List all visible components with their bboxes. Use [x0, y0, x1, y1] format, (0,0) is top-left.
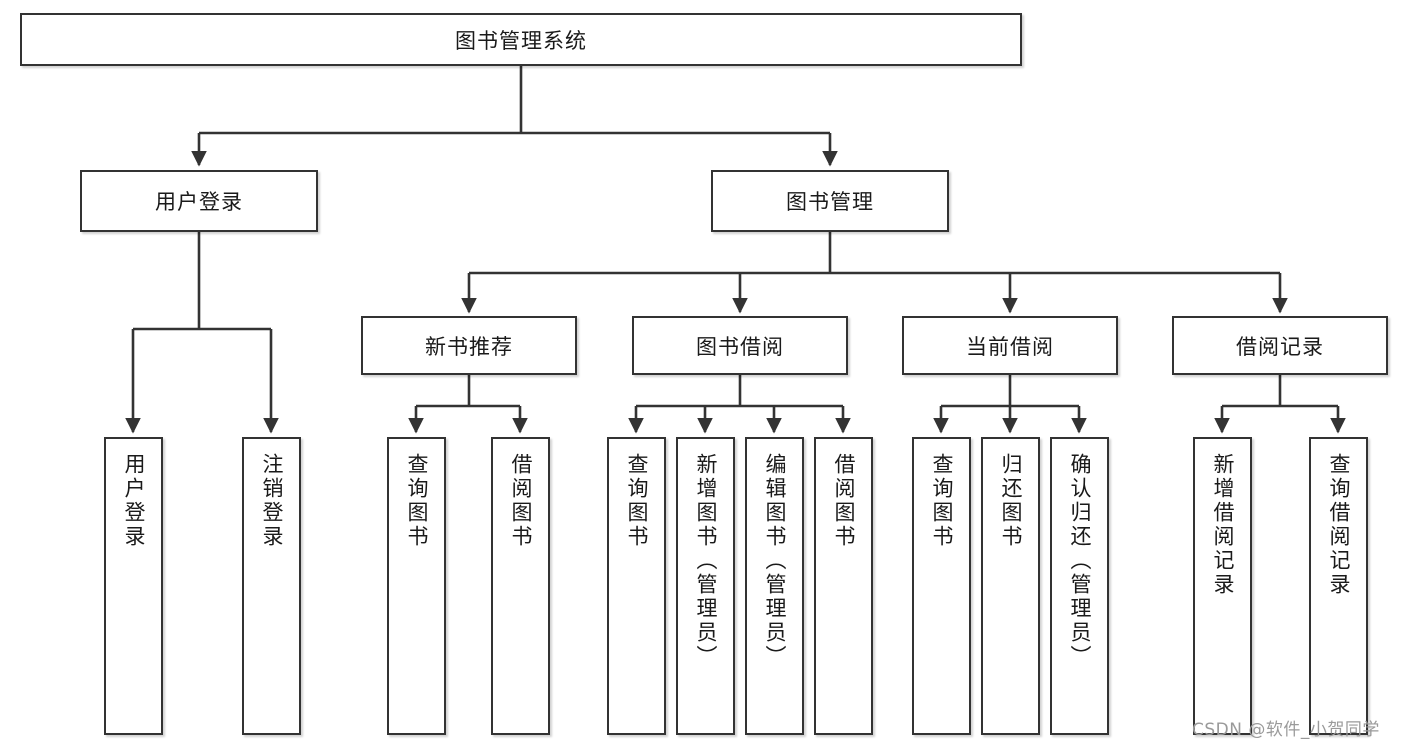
node-leaf-query-book-2[interactable]: 查询图书: [607, 437, 666, 735]
leaf-label: 借阅图书: [508, 453, 533, 549]
leaf-label: 查询借阅记录: [1326, 453, 1351, 597]
leaf-label: 新增图书（管理员）: [693, 453, 718, 669]
node-current-borrow[interactable]: 当前借阅: [902, 316, 1118, 375]
node-leaf-borrow-book-1[interactable]: 借阅图书: [491, 437, 550, 735]
leaf-label: 编辑图书（管理员）: [762, 453, 787, 669]
node-root-system[interactable]: 图书管理系统: [20, 13, 1022, 66]
node-book-borrow[interactable]: 图书借阅: [632, 316, 848, 375]
node-book-manage[interactable]: 图书管理: [711, 170, 949, 232]
node-leaf-edit-book[interactable]: 编辑图书（管理员）: [745, 437, 804, 735]
leaf-label: 查询图书: [404, 453, 429, 549]
node-user-login[interactable]: 用户登录: [80, 170, 318, 232]
node-leaf-query-book-3[interactable]: 查询图书: [912, 437, 971, 735]
leaf-label: 借阅图书: [831, 453, 856, 549]
node-borrow-record[interactable]: 借阅记录: [1172, 316, 1388, 375]
node-leaf-borrow-book-2[interactable]: 借阅图书: [814, 437, 873, 735]
node-leaf-user-login[interactable]: 用户登录: [104, 437, 163, 735]
node-leaf-user-logout[interactable]: 注销登录: [242, 437, 301, 735]
node-leaf-confirm-return[interactable]: 确认归还（管理员）: [1050, 437, 1109, 735]
node-leaf-query-record[interactable]: 查询借阅记录: [1309, 437, 1368, 735]
leaf-label: 归还图书: [998, 453, 1023, 549]
leaf-label: 新增借阅记录: [1210, 453, 1235, 597]
leaf-label: 用户登录: [121, 453, 146, 549]
leaf-label: 查询图书: [929, 453, 954, 549]
leaf-label: 注销登录: [259, 453, 284, 549]
node-new-book-recommend[interactable]: 新书推荐: [361, 316, 577, 375]
node-leaf-query-book-1[interactable]: 查询图书: [387, 437, 446, 735]
node-leaf-add-book[interactable]: 新增图书（管理员）: [676, 437, 735, 735]
node-leaf-return-book[interactable]: 归还图书: [981, 437, 1040, 735]
leaf-label: 确认归还（管理员）: [1067, 453, 1092, 669]
leaf-label: 查询图书: [624, 453, 649, 549]
node-leaf-add-record[interactable]: 新增借阅记录: [1193, 437, 1252, 735]
